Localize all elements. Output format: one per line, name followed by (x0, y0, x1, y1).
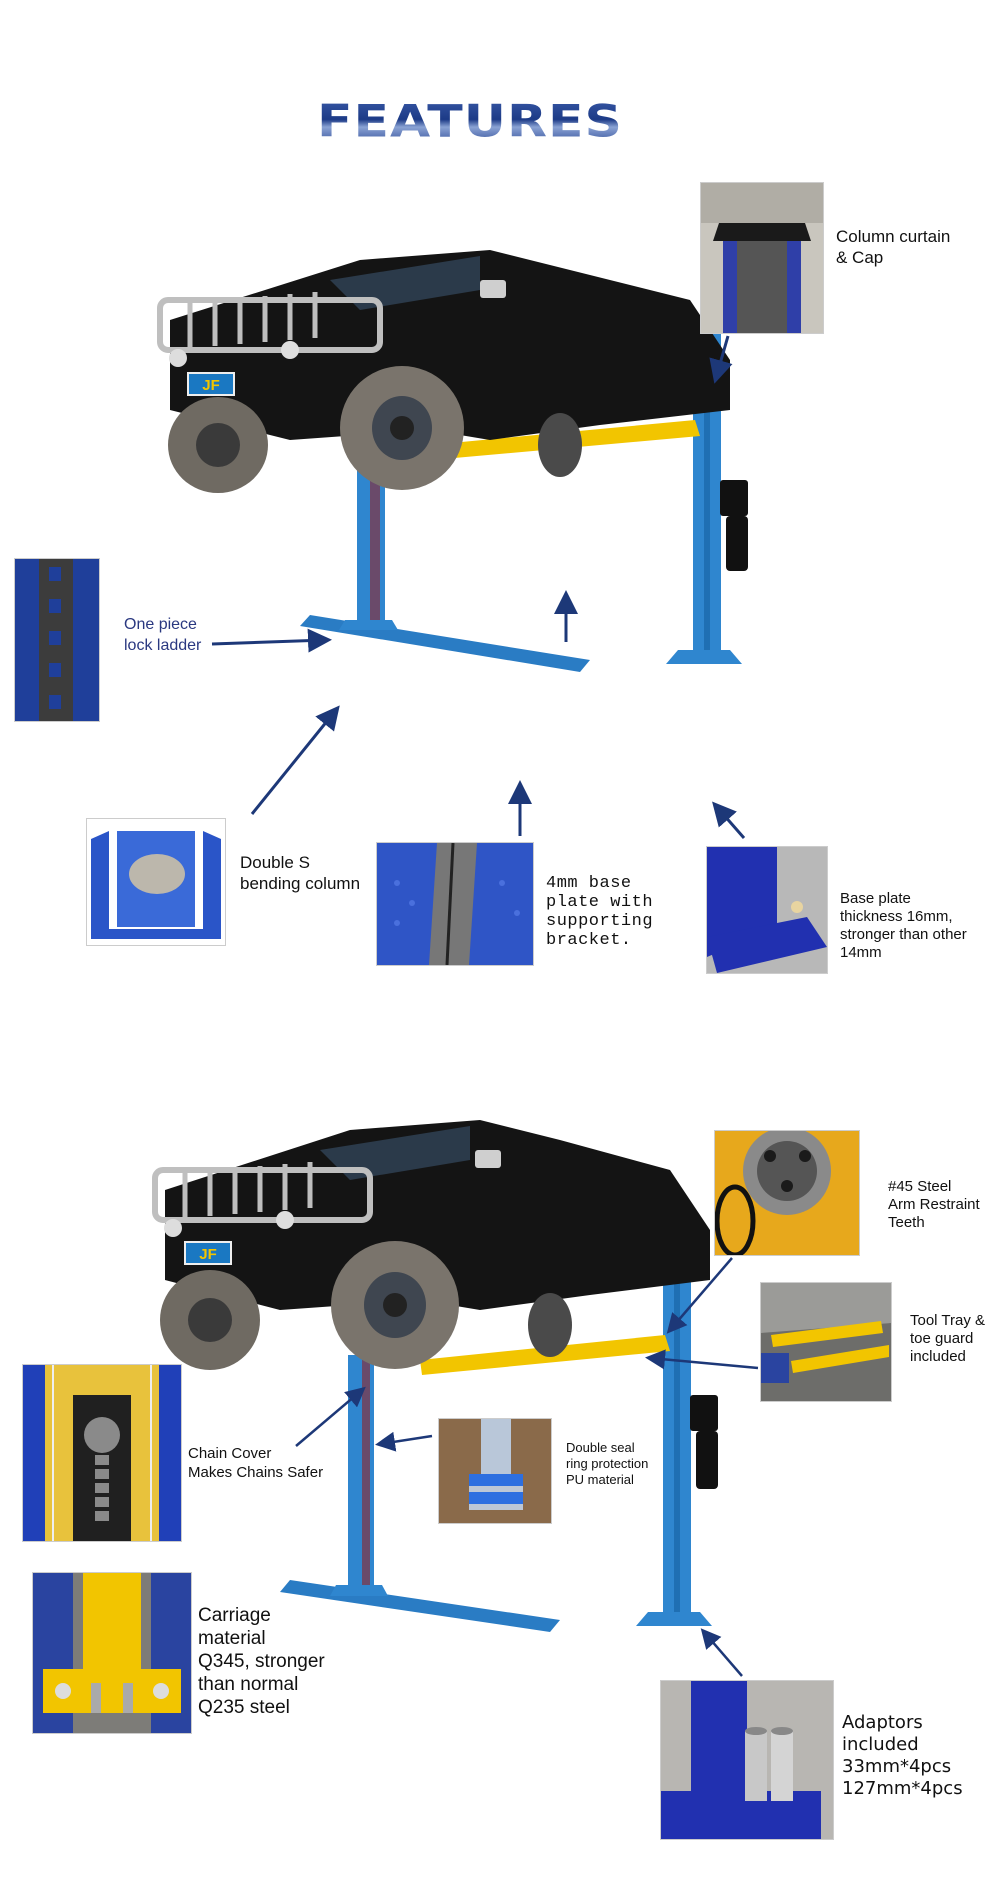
chain-cover-label: Chain Cover Makes Chains Safer (188, 1445, 324, 1481)
tool-tray-label: Tool Tray & toe guard included (910, 1312, 986, 1365)
base-plate-4mm-photo (376, 842, 534, 966)
column-curtain-label: Column curtain & Cap (836, 227, 951, 267)
adaptors-label: Adaptors included 33mm*4pcs 127mm*4pcs (842, 1712, 963, 1799)
arm-restraint-teeth-photo (714, 1130, 860, 1256)
base-plate-4mm-label: 4mm base plate with supporting bracket. (546, 874, 654, 950)
carriage-photo (32, 1572, 192, 1734)
column-cap-photo (700, 182, 824, 334)
double-s-column-label: Double S bending column (240, 853, 361, 893)
tool-tray-photo (760, 1282, 892, 1402)
base-plate-16mm-photo (706, 846, 828, 974)
plate-logo-2: JF (199, 1246, 217, 1263)
arm-restraint-teeth-label: #45 Steel Arm Restraint Teeth (888, 1178, 980, 1231)
page-title: FEATURES (0, 97, 940, 148)
double-seal-photo (438, 1418, 552, 1524)
base-plate-16mm-label: Base plate thickness 16mm, stronger than… (840, 890, 967, 961)
chain-cover-photo (22, 1364, 182, 1542)
lock-ladder-label: One piece lock ladder (124, 616, 202, 654)
double-seal-label: Double seal ring protection PU material (566, 1440, 649, 1487)
plate-logo-1: JF (202, 377, 220, 394)
lock-ladder-photo (14, 558, 100, 722)
lift-vehicle-illustration-2: JF (152, 1120, 718, 1632)
double-s-column-photo (86, 818, 226, 946)
pointer-arrows-1 (211, 335, 746, 839)
adaptors-photo (660, 1680, 834, 1840)
pointer-arrows-2 (295, 1257, 759, 1677)
carriage-label: Carriage material Q345, stronger than no… (198, 1605, 325, 1718)
